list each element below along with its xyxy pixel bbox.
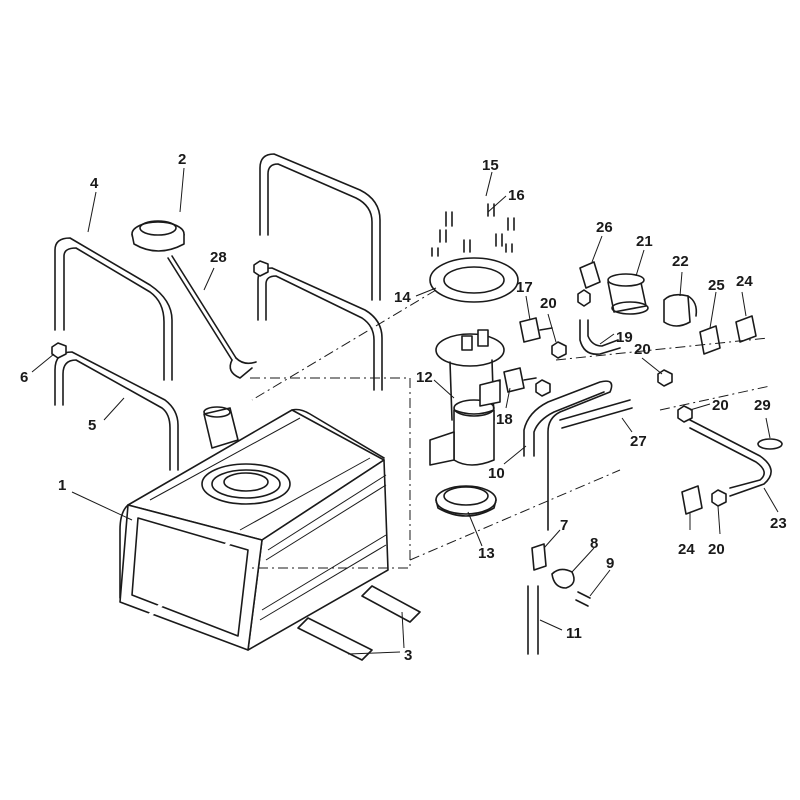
callout-22: 22: [672, 253, 689, 270]
fuel-pump-module: [429, 329, 505, 466]
callout-29: 29: [754, 397, 771, 414]
callout-21: 21: [636, 233, 653, 250]
hose-23: [689, 419, 772, 497]
tank-pad-3: [297, 585, 421, 661]
level-sender-wire: [167, 255, 257, 379]
callout-9: 9: [606, 555, 614, 572]
callout-13: 13: [478, 545, 495, 562]
fuel-line-10: [523, 380, 613, 531]
callout-23: 23: [770, 515, 787, 532]
callout-25: 25: [708, 277, 725, 294]
strap-upper-left: [54, 237, 173, 381]
callout-20c: 20: [712, 397, 729, 414]
strap-nut: [51, 260, 269, 359]
screws: [431, 203, 515, 257]
fitting-17: [519, 317, 553, 343]
callout-18: 18: [496, 411, 513, 428]
assembly-lines: [250, 289, 771, 569]
callout-17: 17: [516, 279, 533, 296]
strap-lower-right: [257, 267, 383, 391]
callout-16: 16: [508, 187, 525, 204]
callout-28: 28: [210, 249, 227, 266]
fitting-25: [699, 325, 721, 355]
callout-8: 8: [590, 535, 598, 552]
nut-20: [535, 341, 727, 507]
callout-labels: 1 2 3 4 5 6 7 8 9 10 11 12 13 14 15 16 1…: [20, 151, 787, 664]
tube-11: [527, 585, 539, 655]
hose-19: [579, 319, 621, 356]
callout-6: 6: [20, 369, 28, 386]
callout-24a: 24: [736, 273, 753, 290]
callout-10: 10: [488, 465, 505, 482]
fitting-18: [503, 367, 537, 393]
fuel-tank: [119, 406, 389, 651]
callout-leaders: [31, 167, 779, 655]
callout-20b: 20: [634, 341, 651, 358]
callout-15: 15: [482, 157, 499, 174]
callout-12: 12: [416, 369, 433, 386]
callout-1: 1: [58, 477, 66, 494]
strap-upper-right: [259, 153, 381, 301]
fitting-7: [531, 543, 547, 571]
callout-14: 14: [394, 289, 411, 306]
callout-27: 27: [630, 433, 647, 450]
callout-7: 7: [560, 517, 568, 534]
callout-4: 4: [90, 175, 99, 192]
connector-26: [577, 261, 601, 307]
callout-20d: 20: [708, 541, 725, 558]
fuel-filter: [607, 273, 649, 315]
o-ring: [757, 438, 783, 450]
bolt-9: [575, 591, 591, 607]
fuel-cap: [131, 220, 185, 252]
clip-8: [551, 568, 575, 589]
callout-19: 19: [616, 329, 633, 346]
fitting-24-upper: [735, 315, 757, 343]
fitting-24-lower: [681, 485, 703, 515]
callout-26: 26: [596, 219, 613, 236]
pump-seal-ring: [435, 485, 497, 517]
callout-3: 3: [404, 647, 412, 664]
retaining-ring: [429, 257, 519, 303]
callout-11: 11: [566, 625, 582, 642]
strap-lower-left: [54, 351, 179, 471]
callout-24b: 24: [678, 541, 695, 558]
callout-5: 5: [88, 417, 96, 434]
callout-20a: 20: [540, 295, 557, 312]
fuel-line-27: [559, 399, 633, 429]
callout-2: 2: [178, 151, 186, 168]
filter-clamp: [663, 293, 698, 327]
